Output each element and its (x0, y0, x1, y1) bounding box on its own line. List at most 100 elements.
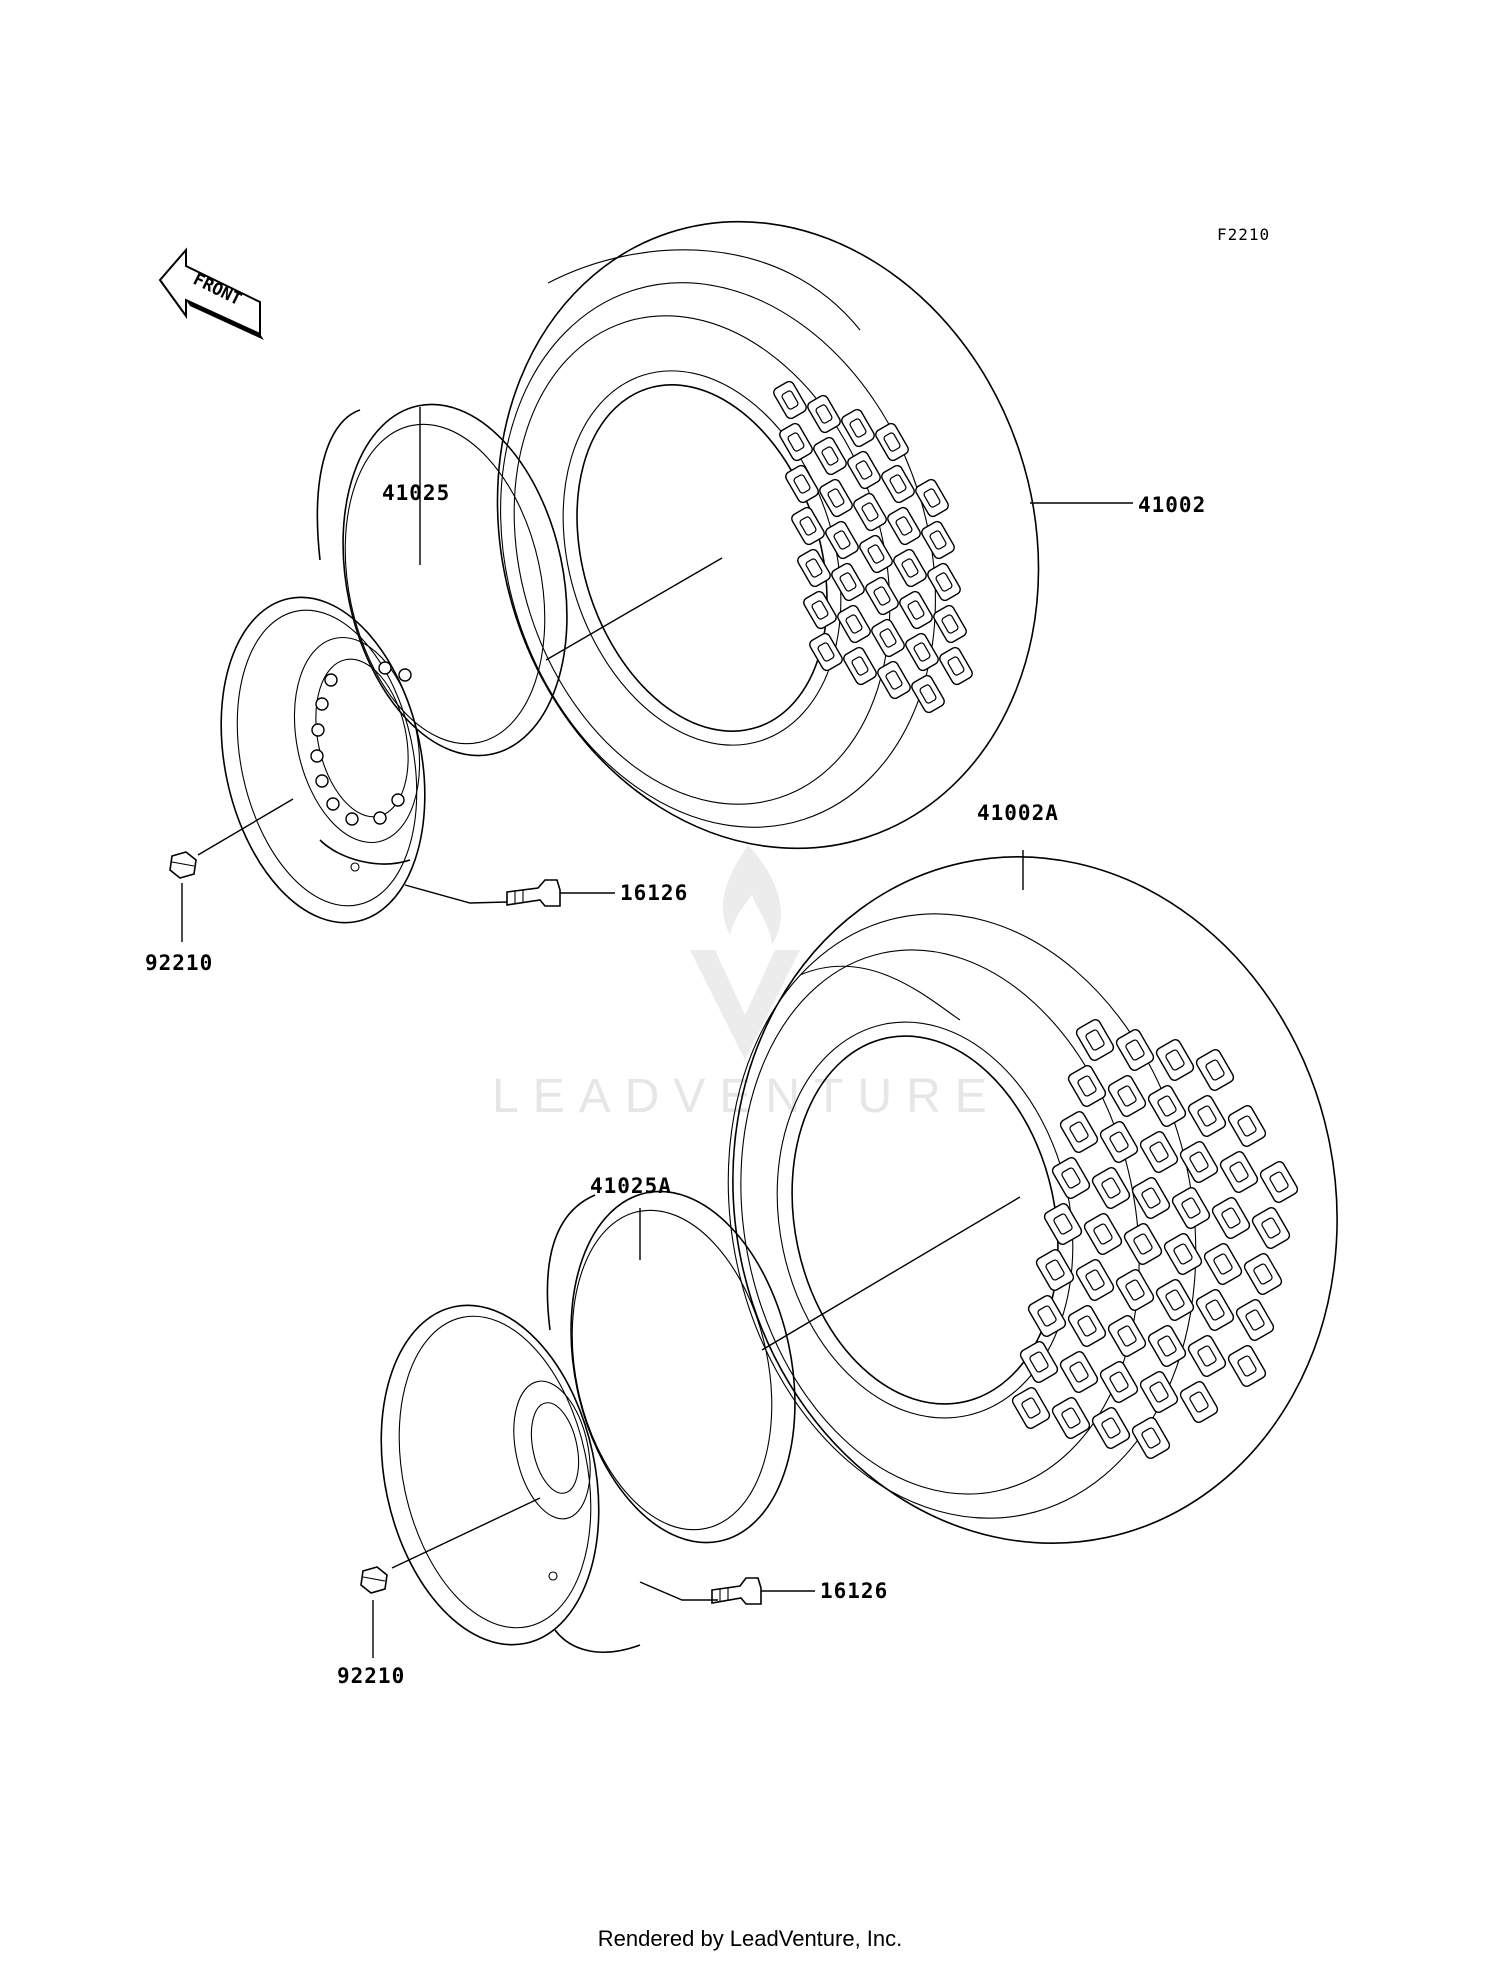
tread-block (911, 674, 945, 714)
tread-block (1091, 1167, 1131, 1209)
wheel-lug-holes (310, 661, 412, 826)
tread-block (1051, 1157, 1091, 1199)
tread-block (1187, 1095, 1227, 1137)
tire-tread-pattern (773, 380, 973, 714)
tread-block (831, 562, 865, 602)
tread-block (921, 520, 955, 560)
tread-block (1059, 1111, 1099, 1153)
tread-block (1259, 1161, 1299, 1203)
wheel-41025A (380, 1190, 796, 1653)
tread-block (1107, 1075, 1147, 1117)
valve-stem-16126-front-icon (506, 879, 561, 907)
tread-block (1091, 1407, 1131, 1449)
tread-block (1147, 1325, 1187, 1367)
tread-block (1211, 1197, 1251, 1239)
tread-block (779, 422, 813, 462)
tread-block (1019, 1341, 1059, 1383)
tread-block (927, 562, 961, 602)
nut-92210-rear-icon (360, 1566, 388, 1594)
tread-block (1083, 1213, 1123, 1255)
tread-block (1011, 1387, 1051, 1429)
tread-block (797, 548, 831, 588)
tread-block (881, 464, 915, 504)
tread-block (1107, 1315, 1147, 1357)
tread-block (915, 478, 949, 518)
tread-block (825, 520, 859, 560)
tread-block (1219, 1151, 1259, 1193)
tread-block (1115, 1029, 1155, 1071)
tread-block (1227, 1345, 1267, 1387)
tread-block (819, 478, 853, 518)
tread-block (875, 422, 909, 462)
tread-block (1067, 1065, 1107, 1107)
tread-block (1147, 1085, 1187, 1127)
tread-block (1155, 1039, 1195, 1081)
tread-block (1099, 1121, 1139, 1163)
part-label-41002[interactable]: 41002 (1138, 493, 1206, 517)
tread-block (893, 548, 927, 588)
tread-block (773, 380, 807, 420)
tread-block (1163, 1233, 1203, 1275)
tread-block (1171, 1187, 1211, 1229)
tread-block (899, 590, 933, 630)
tread-block (837, 604, 871, 644)
tread-block (847, 450, 881, 490)
tread-block (1179, 1381, 1219, 1423)
tread-block (1051, 1397, 1091, 1439)
tread-block (1195, 1289, 1235, 1331)
tread-block (1251, 1207, 1291, 1249)
tread-block (1195, 1049, 1235, 1091)
tread-block (871, 618, 905, 658)
tread-block (1075, 1019, 1115, 1061)
tread-block (1187, 1335, 1227, 1377)
tread-block (809, 632, 843, 672)
tread-block (1067, 1305, 1107, 1347)
tread-block (1179, 1141, 1219, 1183)
tread-block (1131, 1177, 1171, 1219)
part-label-92210-front[interactable]: 92210 (145, 951, 213, 975)
tread-block (803, 590, 837, 630)
valve-stem-16126-rear-icon (711, 1577, 762, 1605)
tread-block (1099, 1361, 1139, 1403)
tread-block (791, 506, 825, 546)
tread-block (807, 394, 841, 434)
tread-block (1075, 1259, 1115, 1301)
tread-block (1227, 1105, 1267, 1147)
tread-block (887, 506, 921, 546)
tread-block (1139, 1131, 1179, 1173)
tread-block (933, 604, 967, 644)
part-label-41002A[interactable]: 41002A (977, 801, 1059, 825)
tread-block (1115, 1269, 1155, 1311)
nut-92210-front-icon (169, 851, 197, 879)
tread-block (1043, 1203, 1083, 1245)
part-label-16126-front[interactable]: 16126 (620, 881, 688, 905)
watermark-logo-icon (690, 845, 800, 1060)
tire-tread-pattern (1011, 1019, 1299, 1459)
tread-block (1035, 1249, 1075, 1291)
tread-block (939, 646, 973, 686)
tread-block (865, 576, 899, 616)
tread-block (1123, 1223, 1163, 1265)
part-label-92210-rear[interactable]: 92210 (337, 1664, 405, 1688)
part-label-16126-rear[interactable]: 16126 (820, 1579, 888, 1603)
tread-block (841, 408, 875, 448)
front-arrow-icon: FRONT (158, 247, 264, 340)
tread-block (843, 646, 877, 686)
tread-block (905, 632, 939, 672)
tread-block (859, 534, 893, 574)
tread-block (813, 436, 847, 476)
tread-block (1139, 1371, 1179, 1413)
tread-block (853, 492, 887, 532)
tire-41002A (727, 856, 1338, 1544)
tread-block (1027, 1295, 1067, 1337)
part-label-41025A[interactable]: 41025A (590, 1174, 672, 1198)
tread-block (1203, 1243, 1243, 1285)
tread-block (785, 464, 819, 504)
tread-block (1059, 1351, 1099, 1393)
tread-block (1155, 1279, 1195, 1321)
footer-credit: Rendered by LeadVenture, Inc. (597, 1926, 903, 1951)
wheel-41025 (220, 403, 568, 924)
tread-block (1235, 1299, 1275, 1341)
part-label-41025[interactable]: 41025 (382, 481, 450, 505)
